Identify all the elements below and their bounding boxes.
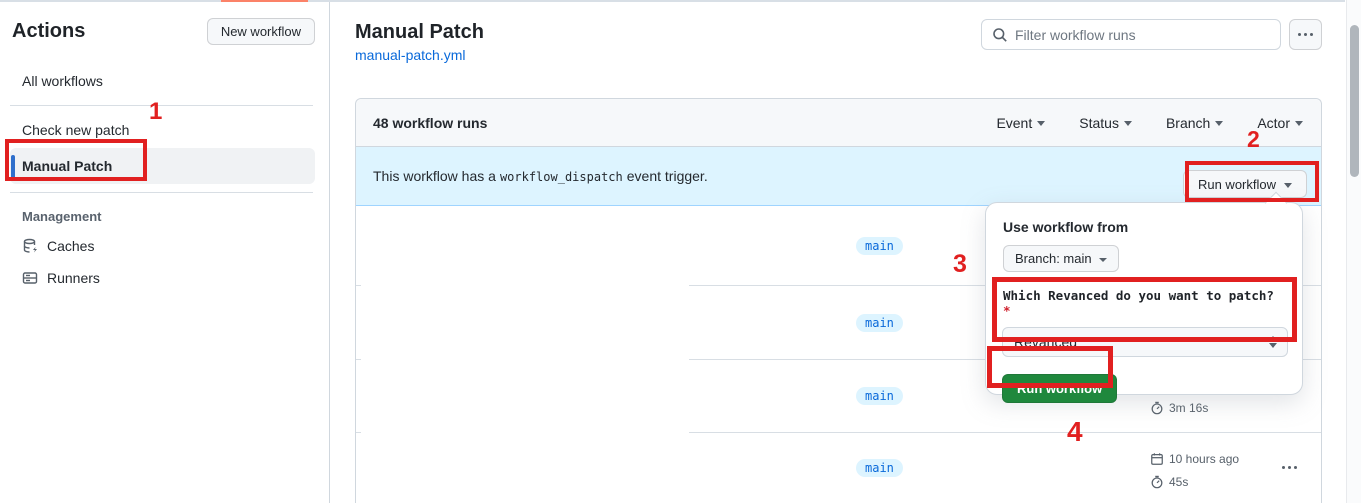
run-duration: 45s [1150, 475, 1188, 489]
database-icon [23, 238, 37, 253]
run-workflow-panel: Use workflow from Branch: main Which Rev… [985, 191, 1303, 403]
top-border [0, 0, 1345, 2]
workflow-options-kebab-button[interactable] [1289, 19, 1322, 50]
selected-indicator-bar [11, 155, 15, 180]
run-row[interactable]: main 3m 16s [356, 360, 1321, 433]
divider [10, 192, 313, 193]
search-input[interactable] [1015, 26, 1270, 43]
branch-badge[interactable]: main [856, 236, 903, 255]
run-options-kebab-button[interactable] [1274, 459, 1304, 475]
workflow-file-link[interactable]: manual-patch.yml [355, 47, 466, 63]
use-workflow-from-label: Use workflow from [1003, 219, 1129, 235]
stopwatch-icon [1151, 401, 1163, 415]
scrollbar-thumb[interactable] [1350, 25, 1359, 177]
select-updown-icon [1269, 336, 1277, 348]
branch-selector-button[interactable]: Branch: main [1003, 245, 1119, 272]
dispatch-code: workflow_dispatch [499, 170, 623, 184]
chevron-down-icon [1123, 121, 1132, 126]
scrollbar-track[interactable] [1346, 0, 1361, 503]
chevron-down-icon [1098, 257, 1107, 262]
revanced-select[interactable]: Revanced [1002, 327, 1288, 357]
run-workflow-submit-button[interactable]: Run workflow [1002, 374, 1118, 403]
branch-badge[interactable]: main [856, 459, 903, 477]
sidebar-item-all-workflows[interactable]: All workflows [10, 65, 315, 97]
sidebar-item-runners[interactable]: Runners [10, 262, 315, 294]
run-row[interactable]: main 10 hours ago 45s [356, 433, 1321, 503]
run-workflow-dropdown-button[interactable]: Run workflow [1182, 170, 1307, 198]
chevron-down-icon [1295, 121, 1303, 126]
page-title: Manual Patch [355, 21, 484, 43]
new-workflow-button[interactable]: New workflow [206, 18, 315, 45]
branch-badge[interactable]: main [856, 313, 903, 332]
branch-filter-dropdown[interactable]: Branch [1166, 115, 1224, 131]
actor-filter-dropdown[interactable]: Actor [1257, 115, 1303, 131]
top-accent-bar [221, 0, 308, 3]
kebab-icon [1298, 33, 1301, 36]
filter-workflow-runs-search[interactable] [981, 19, 1281, 50]
branch-badge[interactable]: main [856, 387, 903, 405]
run-duration: 3m 16s [1150, 401, 1208, 415]
divider [10, 105, 313, 106]
sidebar-item-label: Manual Patch [22, 158, 113, 174]
sidebar-item-label: Caches [47, 238, 95, 254]
runs-count: 48 workflow runs [373, 114, 488, 131]
runs-list: main main main 3m 16s main 10 hours ago [356, 206, 1321, 503]
sidebar-item-caches[interactable]: Caches [10, 230, 315, 262]
run-start-time: 10 hours ago [1150, 452, 1239, 466]
sidebar-item-label: Check new patch [22, 122, 130, 138]
kebab-icon [1281, 465, 1285, 469]
sidebar-title: Actions [12, 20, 86, 42]
required-asterisk: * [1003, 303, 1011, 318]
workflow-input-label: Which Revanced do you want to patch? * [1003, 288, 1274, 318]
sidebar-item-check-new-patch[interactable]: Check new patch [10, 114, 315, 146]
calendar-icon [1151, 453, 1163, 465]
search-icon [993, 27, 1007, 42]
runs-table-header: 48 workflow runs Event Status Branch Act… [356, 99, 1321, 147]
server-icon [22, 272, 38, 284]
event-filter-dropdown[interactable]: Event [996, 115, 1046, 131]
chevron-down-icon [1284, 182, 1292, 188]
sidebar: Actions New workflow All workflows Check… [0, 2, 330, 503]
status-filter-dropdown[interactable]: Status [1079, 115, 1132, 131]
run-row[interactable]: main [356, 206, 1321, 286]
chevron-down-icon [1215, 121, 1224, 126]
sidebar-item-label: All workflows [22, 73, 103, 89]
sidebar-item-manual-patch[interactable]: Manual Patch [10, 148, 315, 184]
stopwatch-icon [1151, 475, 1163, 489]
blank-overlay [361, 206, 689, 503]
sidebar-item-label: Runners [47, 270, 100, 286]
workflow-runs-table: 48 workflow runs Event Status Branch Act… [355, 98, 1322, 503]
workflow-nav: All workflows Check new patch Manual Pat… [10, 65, 315, 294]
chevron-down-icon [1037, 121, 1046, 126]
management-section-label: Management [22, 209, 102, 224]
run-row[interactable]: main [356, 286, 1321, 360]
